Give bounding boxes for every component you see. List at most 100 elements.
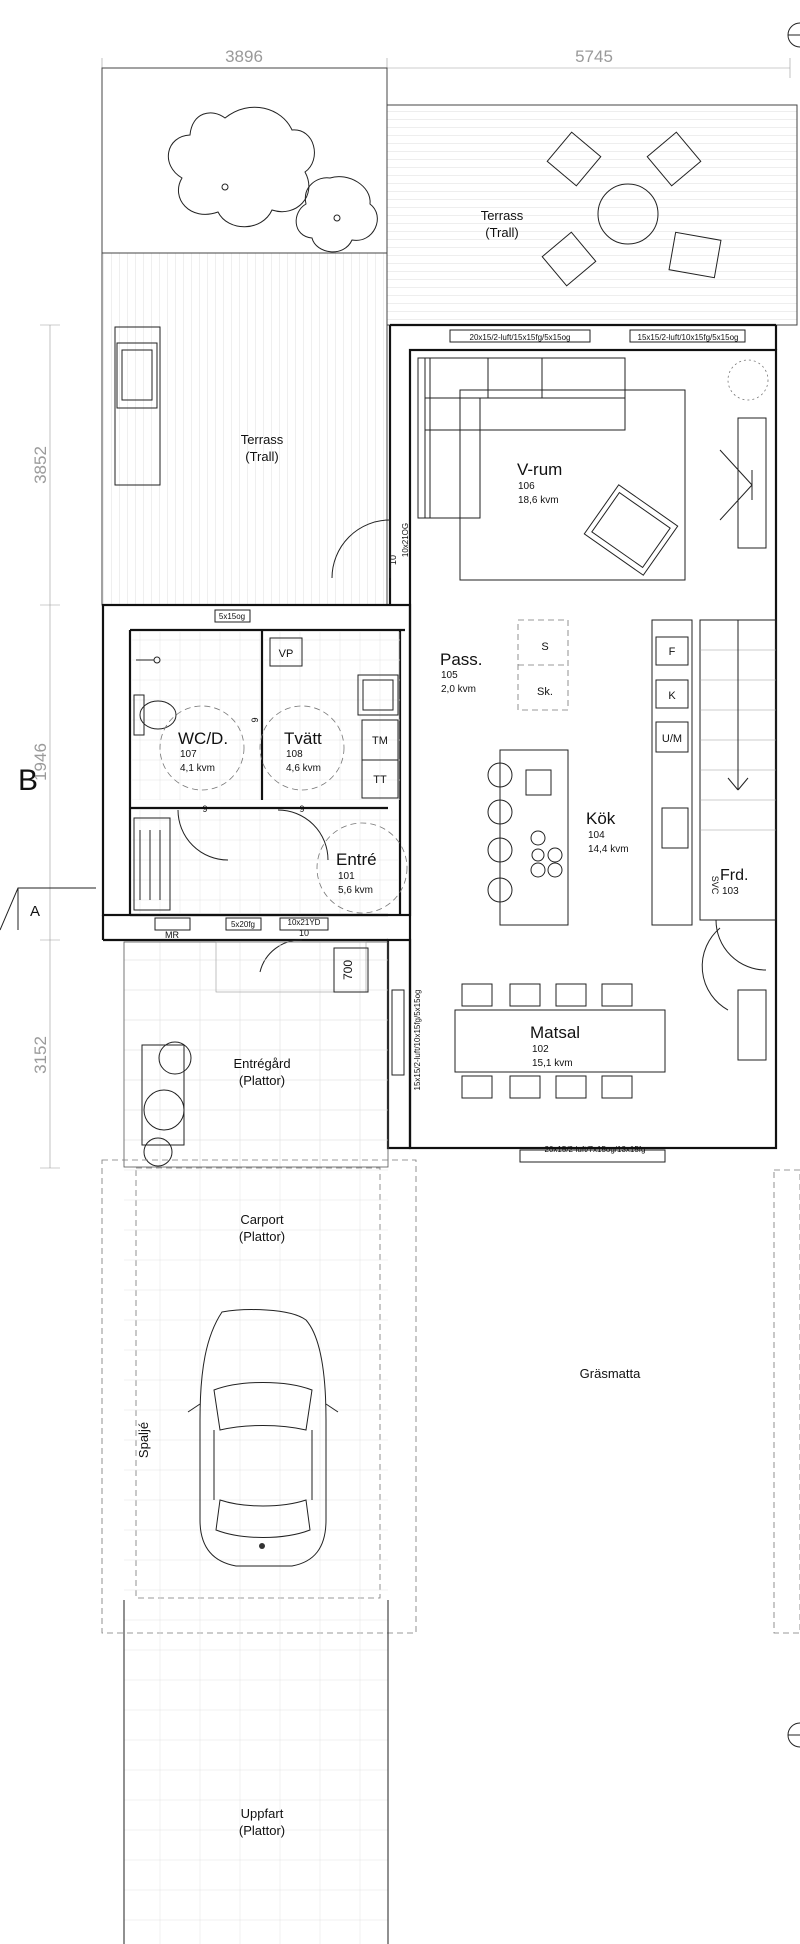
laundry-turning-circle — [259, 705, 345, 791]
room-entre-area: 5,6 kvm — [338, 885, 373, 896]
house-walls — [101, 323, 778, 1150]
dimension-left-2: 1946 — [31, 743, 50, 781]
section-marker-a: A — [30, 903, 40, 920]
dining-chairs — [461, 983, 633, 1099]
shrub-icon — [143, 1041, 192, 1167]
grid-circle-top-icon — [787, 22, 800, 48]
dimension-left-1: 3852 — [31, 446, 50, 484]
terrace-top-left — [101, 67, 388, 254]
room-vrum-number: 106 — [518, 481, 535, 492]
uppfart-name: Uppfart — [241, 1806, 284, 1821]
dimension-top-right: 5745 — [575, 47, 613, 66]
room-tvatt-name: Tvätt — [284, 729, 322, 748]
heat-pump-icon — [269, 637, 303, 667]
room-vrum-name: V-rum — [517, 460, 562, 479]
hall-door-swing — [701, 919, 767, 1011]
sofa-icon — [417, 357, 626, 519]
terrace-left-boards — [101, 252, 388, 606]
appliance-tm: TM — [372, 735, 388, 747]
tv-unit-icon — [719, 417, 767, 549]
label-mr: MR — [165, 930, 179, 940]
terrace-top-right-name: Terrass — [481, 208, 524, 223]
laundry-floor — [264, 632, 400, 800]
tree-large-icon — [167, 106, 315, 228]
uppfart-sub: (Plattor) — [239, 1823, 285, 1838]
carport-name: Carport — [240, 1212, 284, 1227]
closet-s: S — [541, 641, 548, 653]
dimension-top-left: 3896 — [225, 47, 263, 66]
window-label-vrum-left: 20x15/2-luft/15x15fg/5x15og — [470, 333, 571, 342]
terrace-top-right-sub: (Trall) — [485, 225, 518, 240]
room-pass-number: 105 — [441, 670, 458, 681]
shower-icon — [136, 656, 245, 791]
entrance-turning-circle — [316, 822, 408, 914]
closet-sk: Sk. — [537, 686, 553, 698]
appliance-f: F — [669, 646, 676, 658]
window-label-vrum-right: 15x15/2-luft/10x15fg/5x15og — [638, 333, 739, 342]
entre-gard-name: Entrégård — [233, 1056, 290, 1071]
door-label-9c: 9 — [250, 717, 260, 722]
section-marker-b: B — [18, 764, 38, 797]
window-label-hall: 5x20fg — [231, 920, 255, 929]
tree-small-icon — [295, 176, 378, 253]
kitchen-cabinets — [651, 619, 693, 926]
car-icon — [187, 1309, 339, 1567]
label-700: 700 — [341, 960, 355, 980]
window-label-terrace-door: 10x21OG — [401, 523, 410, 557]
windows — [154, 329, 746, 1163]
room-entre-name: Entré — [336, 850, 377, 869]
staircase-icon — [699, 619, 777, 921]
terrace-top-right-boards — [386, 104, 798, 326]
dining-table-icon — [454, 1009, 666, 1073]
window-label-terrace-door-no: 10 — [388, 555, 398, 565]
room-matsal-name: Matsal — [530, 1023, 580, 1042]
section-marker-a-symbol — [0, 887, 96, 931]
outdoor-grill-icon — [114, 326, 161, 486]
window-label-matsal-bottom: 20x15/2-luft/7x15og/13x15fg — [545, 1145, 646, 1154]
door-label-9b: 9 — [299, 804, 304, 814]
wc-floor — [132, 632, 260, 800]
planter-icon — [141, 1044, 185, 1146]
label-svc: SVC — [710, 876, 720, 895]
armchair-icon — [583, 484, 679, 576]
door-label-9a: 9 — [202, 804, 207, 814]
room-wc-area: 4,1 kvm — [180, 763, 215, 774]
kitchen-island — [499, 749, 569, 926]
room-tvatt-number: 108 — [286, 749, 303, 760]
room-matsal-number: 102 — [532, 1044, 549, 1055]
entry-canopy — [215, 941, 369, 993]
entre-gard-sub: (Plattor) — [239, 1073, 285, 1088]
room-kok-name: Kök — [586, 809, 616, 828]
room-kok-area: 14,4 kvm — [588, 844, 629, 855]
window-label-entry-door-no: 10 — [299, 928, 309, 938]
living-room-rug — [459, 389, 686, 581]
grid-circle-bottom-icon — [787, 1722, 800, 1748]
terrace-left-sub: (Trall) — [245, 449, 278, 464]
carport-sub: (Plattor) — [239, 1229, 285, 1244]
sideboard-icon — [737, 989, 767, 1061]
passage-closet — [517, 619, 569, 711]
terrace-door-swing — [331, 519, 391, 579]
room-matsal-area: 15,1 kvm — [532, 1058, 573, 1069]
terrace-left-name: Terrass — [241, 432, 284, 447]
outdoor-table-icon — [541, 131, 722, 287]
room-frd-name: Frd. — [720, 867, 748, 884]
appliance-tt: TT — [373, 774, 387, 786]
room-entre-number: 101 — [338, 871, 355, 882]
toilet-icon — [133, 694, 177, 736]
room-vrum-area: 18,6 kvm — [518, 495, 559, 506]
lamp-icon — [727, 359, 769, 401]
dimension-left-3: 3152 — [31, 1036, 50, 1074]
room-kok-number: 104 — [588, 830, 605, 841]
entrance-floor — [132, 810, 398, 913]
room-wc-name: WC/D. — [178, 729, 228, 748]
sink-laundry-icon — [357, 674, 399, 716]
window-label-matsal-side: 15x15/2-luft/10x15fg/5x15og — [413, 990, 422, 1091]
grasmatta-label: Gräsmatta — [580, 1366, 641, 1381]
wardrobe-rack-icon — [133, 817, 171, 911]
appliance-vp: VP — [279, 648, 294, 660]
room-pass-name: Pass. — [440, 650, 483, 669]
room-frd-number: 103 — [722, 886, 739, 897]
room-wc-number: 107 — [180, 749, 197, 760]
